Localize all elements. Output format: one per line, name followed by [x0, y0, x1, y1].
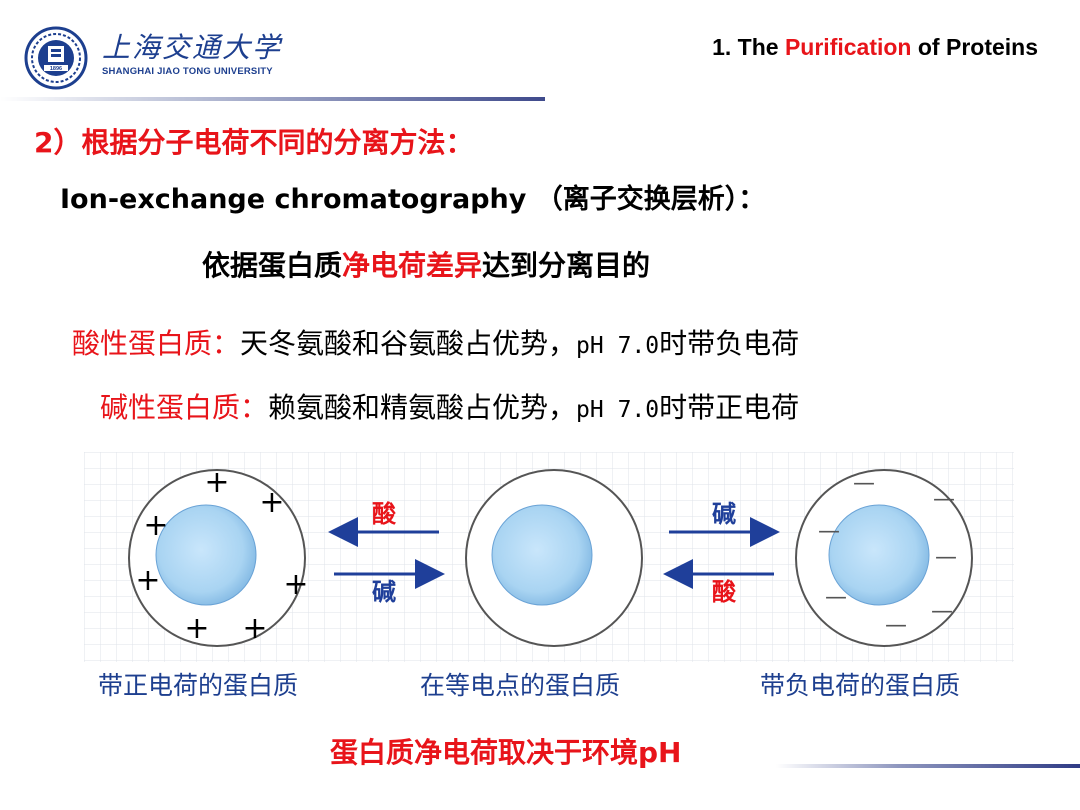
title-highlight: Purification — [784, 34, 912, 60]
minus-sign: — — [885, 613, 907, 638]
plus-sign: + — [242, 611, 267, 646]
section-heading: 2）根据分子电荷不同的分离方法： — [34, 126, 474, 159]
plus-sign: + — [259, 485, 284, 520]
minus-sign: — — [825, 585, 847, 610]
label-base-right: 碱 — [712, 500, 736, 528]
conclusion-text: 蛋白质净电荷取决于环境pH — [330, 736, 682, 769]
minus-sign: — — [933, 487, 955, 512]
basic-label: 碱性蛋白质： — [100, 391, 269, 424]
footer-divider — [776, 764, 1080, 768]
negative-protein-core — [828, 504, 930, 606]
label-acid-right: 酸 — [712, 578, 737, 606]
principle-highlight: 净电荷差异 — [342, 249, 483, 282]
method-title: Ion-exchange chromatography （离子交换层析）： — [60, 184, 766, 215]
plus-sign: + — [204, 465, 229, 500]
acidic-label: 酸性蛋白质： — [72, 327, 241, 360]
plus-sign: + — [283, 567, 308, 602]
positive-protein-core — [155, 504, 257, 606]
principle-statement: 依据蛋白质净电荷差异达到分离目的 — [202, 249, 651, 282]
header-divider — [0, 97, 545, 101]
emblem-year: 1896 — [50, 66, 62, 72]
minus-sign: — — [853, 471, 875, 496]
slide-section-title: 1. The Purification of Proteins — [712, 34, 1038, 60]
university-name-en: SHANGHAI JIAO TONG UNIVERSITY — [102, 66, 273, 77]
basic-protein-line: 碱性蛋白质：赖氨酸和精氨酸占优势，pH 7.0时带正电荷 — [100, 391, 800, 424]
plus-sign: + — [143, 508, 168, 543]
acidic-protein-line: 酸性蛋白质：天冬氨酸和谷氨酸占优势，pH 7.0时带负电荷 — [72, 327, 800, 360]
plus-sign: + — [184, 611, 209, 646]
charge-state-diagram: + + + + + + + — — — — — — — 酸 碱 碱 酸 — [84, 452, 1014, 662]
minus-sign: — — [935, 545, 957, 570]
caption-positive: 带正电荷的蛋白质 — [98, 671, 299, 700]
isoelectric-protein-core — [491, 504, 593, 606]
university-emblem-icon: 1896 — [24, 26, 88, 90]
caption-isoelectric: 在等电点的蛋白质 — [420, 671, 621, 700]
label-acid-left: 酸 — [372, 500, 397, 528]
label-base-left: 碱 — [372, 578, 396, 606]
minus-sign: — — [931, 599, 953, 624]
university-name-cn: 上海交通大学 — [102, 31, 283, 64]
minus-sign: — — [818, 519, 840, 544]
caption-negative: 带负电荷的蛋白质 — [760, 671, 961, 700]
plus-sign: + — [135, 563, 160, 598]
